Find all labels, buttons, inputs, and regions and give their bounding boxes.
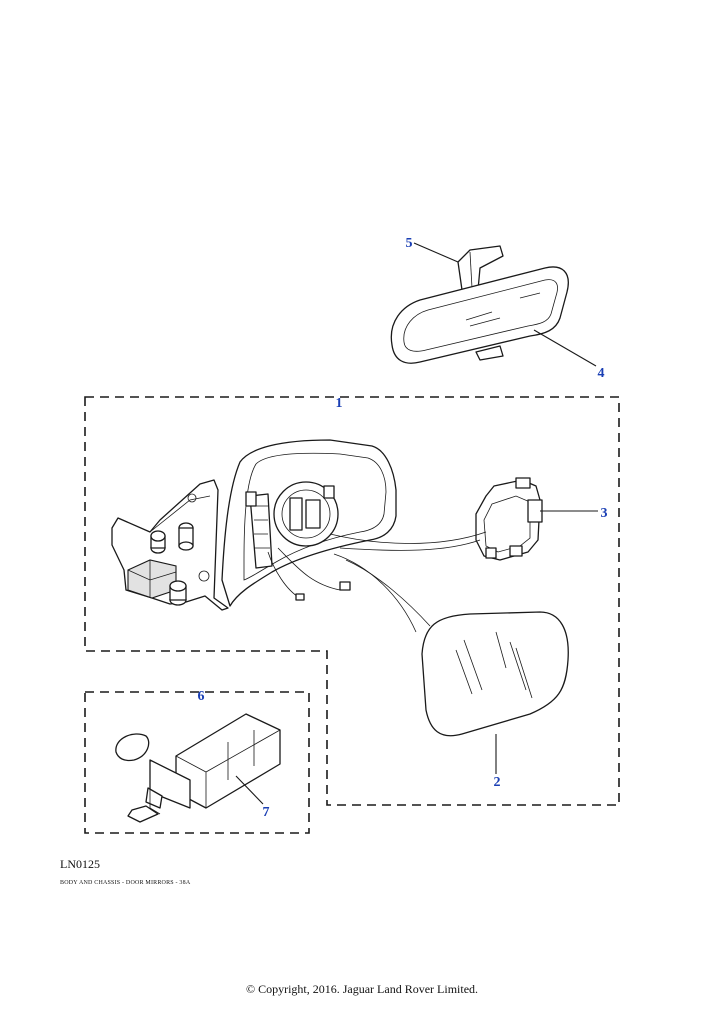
callout-7: 7 [263,805,270,820]
callout-1: 1 [336,396,343,411]
callout-2: 2 [494,775,501,790]
repair-kit [115,713,281,823]
callout-5: 5 [406,236,413,251]
interior-mirror [390,245,569,364]
kit-boundary-6 [84,691,310,834]
mirror-glass [421,611,569,737]
exterior-mirror-assembly [111,439,397,611]
callout-4: 4 [598,366,605,381]
callout-6: 6 [198,689,205,704]
callout-3: 3 [601,506,608,521]
section-caption: BODY AND CHASSIS - DOOR MIRRORS - 38A [60,880,191,886]
glass-adapter [475,477,543,561]
copyright-notice: © Copyright, 2016. Jaguar Land Rover Lim… [245,982,479,996]
assembly-boundary-1 [84,396,620,806]
reference-code: LN0125 [60,857,100,871]
